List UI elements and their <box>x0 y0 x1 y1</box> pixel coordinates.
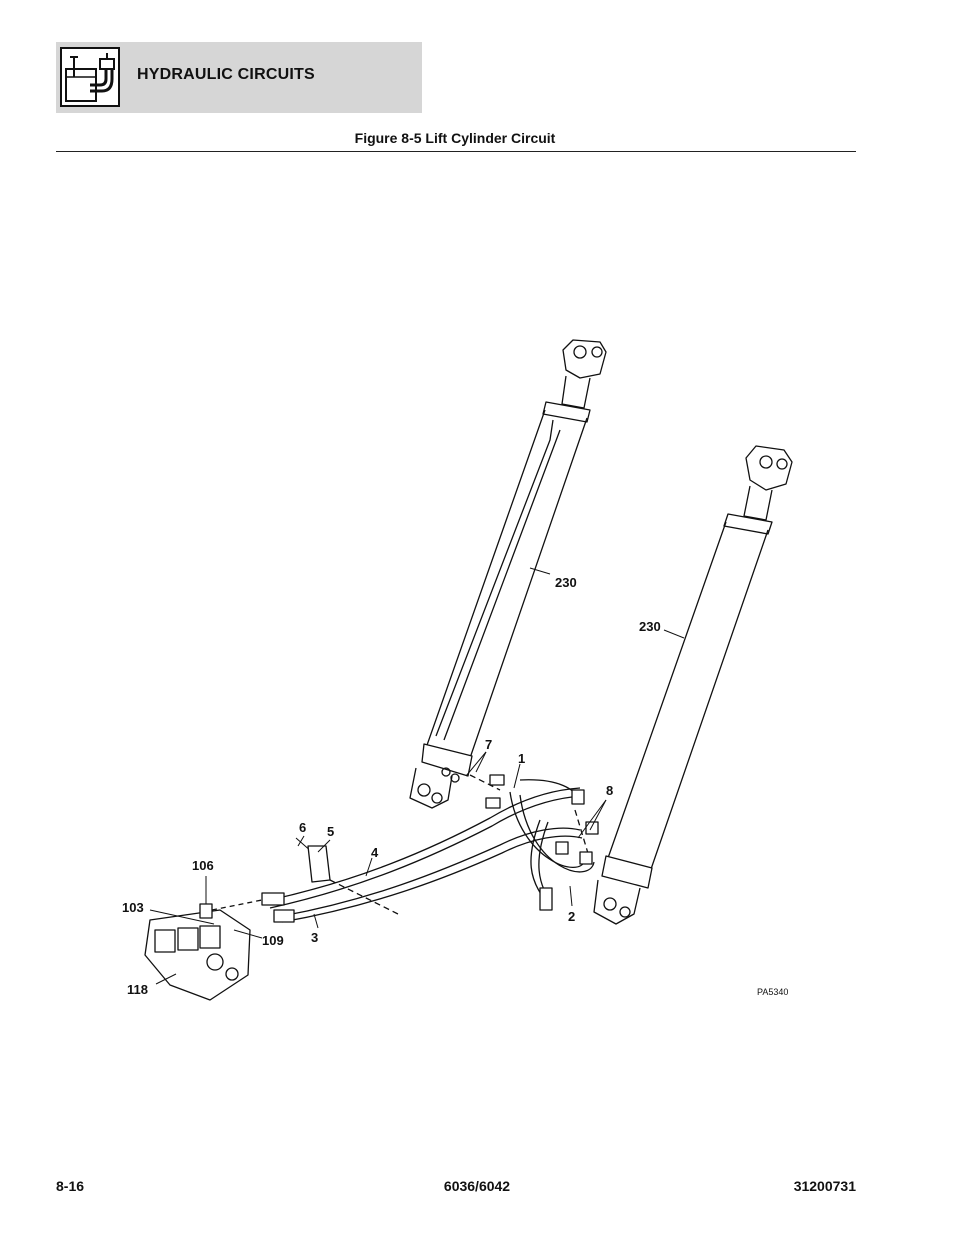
model-number: 6036/6042 <box>443 1178 511 1194</box>
lift-cylinder-left <box>409 339 607 809</box>
callout-118: 118 <box>127 982 148 997</box>
callout-106: 106 <box>192 858 214 873</box>
figure-title: Figure 8-5 Lift Cylinder Circuit <box>354 130 556 146</box>
callout-7: 7 <box>485 737 492 752</box>
callout-103: 103 <box>122 900 144 915</box>
header-rule <box>56 151 856 152</box>
hydraulic-circuits-icon <box>60 47 120 107</box>
callout-5: 5 <box>327 824 334 839</box>
callout-230-left: 230 <box>555 575 577 590</box>
callout-labels: 230 230 7 1 8 6 5 4 106 103 109 3 2 118 … <box>122 575 788 997</box>
figure-code: PA5340 <box>757 987 788 997</box>
callout-6: 6 <box>299 820 306 835</box>
document-number: 31200731 <box>793 1178 856 1194</box>
callout-4: 4 <box>371 845 379 860</box>
page-number: 8-16 <box>56 1178 85 1194</box>
callout-230-right: 230 <box>639 619 661 634</box>
lift-cylinder-right <box>593 445 793 925</box>
control-valve-block <box>144 892 295 1001</box>
callout-leaders <box>149 567 685 985</box>
callout-1: 1 <box>518 751 525 766</box>
section-title: HYDRAULIC CIRCUITS <box>137 66 315 83</box>
hose-assembly <box>269 774 599 923</box>
callout-3: 3 <box>311 930 318 945</box>
callout-109: 109 <box>262 933 284 948</box>
callout-2: 2 <box>568 909 575 924</box>
callout-8: 8 <box>606 783 613 798</box>
